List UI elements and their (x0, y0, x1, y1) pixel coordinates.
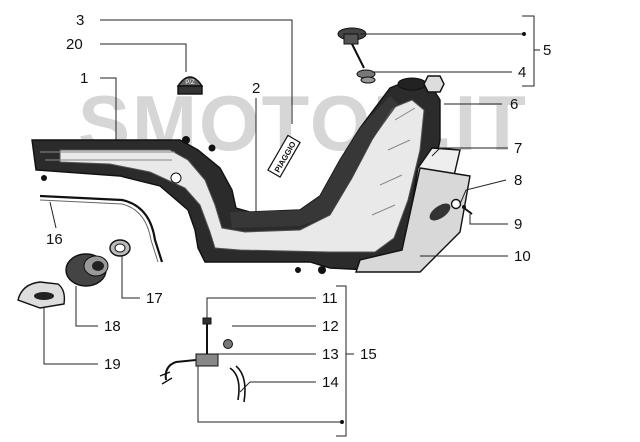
callout-labels: 3 20 1 2 5 4 6 7 8 9 10 16 17 18 19 11 1… (46, 12, 551, 391)
callout-20: 20 (66, 36, 83, 53)
rubber-plug (65, 253, 109, 287)
side-panel (355, 167, 471, 273)
screw (462, 205, 473, 215)
callout-15: 15 (360, 346, 377, 363)
callout-4: 4 (518, 64, 526, 81)
callout-16: 16 (46, 231, 63, 248)
filler-cap-text: P/Z (185, 80, 195, 86)
grommet-ring (109, 239, 131, 257)
fuel-tank-frame (31, 77, 441, 274)
piaggio-badge: PIAGGIO (267, 134, 301, 178)
tank-cap-assembly (337, 27, 376, 84)
callout-18: 18 (104, 318, 121, 335)
filler-cap: P/Z (176, 76, 204, 95)
hex-nut (423, 75, 445, 93)
callout-2: 2 (252, 80, 260, 97)
rubber-strip (39, 194, 164, 263)
callout-11: 11 (322, 290, 338, 307)
callout-10: 10 (514, 248, 531, 265)
callout-3: 3 (76, 12, 84, 29)
callout-5: 5 (543, 42, 551, 59)
fuel-tap-assembly (159, 317, 246, 403)
leader-lines (43, 15, 540, 437)
side-panel-slot (429, 203, 451, 221)
callout-17: 17 (146, 290, 163, 307)
callout-7: 7 (514, 140, 522, 157)
washer (450, 198, 462, 210)
callout-6: 6 (510, 96, 518, 113)
callout-19: 19 (104, 356, 121, 373)
callout-13: 13 (322, 346, 339, 363)
callout-8: 8 (514, 172, 522, 189)
callout-14: 14 (322, 374, 339, 391)
rubber-cover (17, 281, 66, 309)
callout-12: 12 (322, 318, 339, 335)
callout-1: 1 (80, 70, 88, 87)
callout-9: 9 (514, 216, 522, 233)
